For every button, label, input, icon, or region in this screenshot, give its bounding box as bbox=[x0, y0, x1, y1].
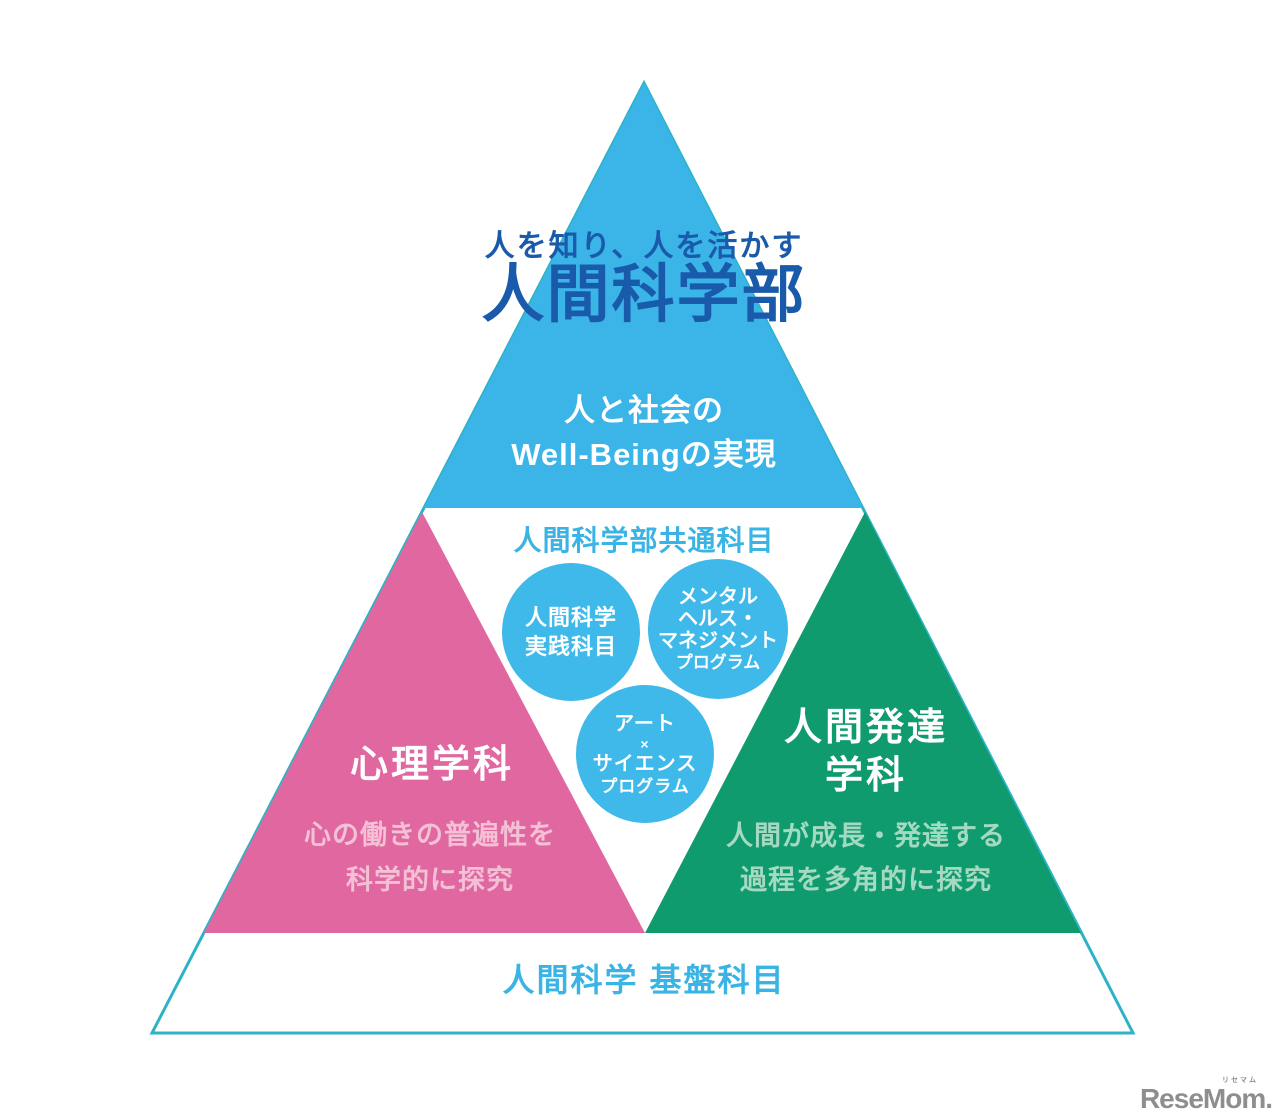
human-development-department-title: 人間発達 学科 bbox=[566, 704, 1166, 800]
art-science-line1: アート bbox=[614, 712, 676, 735]
pyramid-left-section bbox=[204, 512, 645, 933]
human-development-title-line2: 学科 bbox=[824, 755, 907, 797]
pyramid-top-section bbox=[424, 83, 863, 508]
human-development-desc-line1: 人間が成長・発達する bbox=[726, 821, 1006, 851]
practice-subjects-circle bbox=[502, 563, 640, 701]
mental-health-program-circle bbox=[648, 559, 788, 699]
foundation-subjects-title: 人間科学 基盤科目 bbox=[502, 962, 786, 998]
faculty-subtitle-line2: Well-Beingの実現 bbox=[511, 437, 777, 472]
resemom-logo-text: ReseMom. bbox=[1139, 1083, 1273, 1114]
art-science-program-circle bbox=[576, 685, 714, 823]
human-development-department-desc: 人間が成長・発達する 過程を多角的に探究 bbox=[566, 814, 1166, 902]
resemom-logo-ruby: リセマム bbox=[1222, 1077, 1258, 1084]
faculty-tagline: 人を知り、人を活かす bbox=[484, 230, 804, 263]
practice-subjects-label: 人間科学 実践科目 bbox=[502, 563, 640, 701]
art-science-program-label: アート × サイエンス プログラム bbox=[576, 685, 714, 823]
practice-line1: 人間科学 bbox=[524, 605, 617, 630]
human-development-desc-line2: 過程を多角的に探究 bbox=[740, 865, 992, 895]
faculty-subtitle-line1: 人と社会の bbox=[564, 393, 724, 428]
mental-health-line3: マネジメント bbox=[658, 629, 778, 652]
human-development-title-line1: 人間発達 bbox=[783, 707, 948, 749]
resemom-logo: リセマム ReseMom. bbox=[1139, 1077, 1273, 1114]
practice-line2: 実践科目 bbox=[524, 634, 617, 659]
mental-health-line2: ヘルス・ bbox=[678, 607, 758, 630]
common-subjects-title: 人間科学部共通科目 bbox=[513, 525, 775, 556]
mental-health-line4: プログラム bbox=[675, 652, 761, 672]
faculty-title: 人間科学部 bbox=[481, 260, 807, 330]
psychology-desc-line1: 心の働きの普遍性を bbox=[304, 820, 556, 850]
art-science-cross: × bbox=[640, 735, 650, 752]
mental-health-program-label: メンタル ヘルス・ マネジメント プログラム bbox=[648, 559, 788, 699]
mental-health-line1: メンタル bbox=[678, 585, 758, 608]
psychology-desc-line2: 科学的に探究 bbox=[346, 865, 514, 895]
art-science-line3: プログラム bbox=[600, 776, 690, 796]
art-science-line2: サイエンス bbox=[592, 752, 698, 775]
psychology-department-title: 心理学科 bbox=[349, 744, 514, 786]
psychology-department-desc: 心の働きの普遍性を 科学的に探究 bbox=[130, 813, 730, 903]
pyramid-right-section bbox=[645, 512, 1081, 933]
faculty-subtitle: 人と社会の Well-Beingの実現 bbox=[4, 389, 1280, 477]
